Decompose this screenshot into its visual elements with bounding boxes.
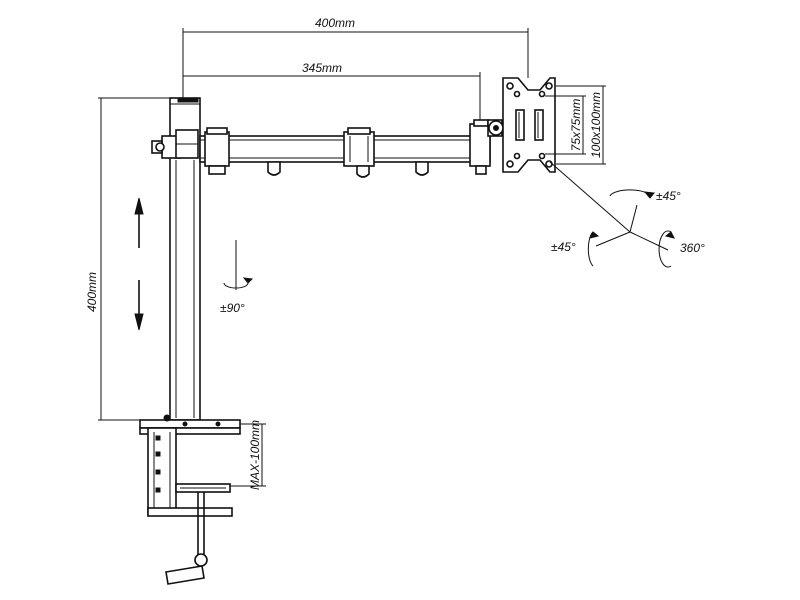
label-pole-swivel: ±90° — [220, 301, 245, 315]
label-vesa-large: 100x100mm — [589, 92, 603, 158]
dimension-arm-reach-inner: 345mm — [183, 61, 481, 122]
dimension-vesa-large: 100x100mm — [556, 85, 606, 165]
dimension-vesa-small: 75x75mm — [545, 95, 586, 155]
label-arm-reach-inner: 345mm — [302, 61, 342, 75]
label-arm-reach-total: 400mm — [315, 16, 355, 30]
rotation-indicators: ±45° ±45° 360° — [549, 161, 705, 268]
label-swivel: ±45° — [551, 240, 576, 254]
dimension-pole-height: 400mm — [85, 97, 178, 421]
height-adjust-arrows-icon — [134, 197, 144, 331]
vesa-plate — [502, 77, 556, 173]
desk-clamp — [139, 414, 241, 585]
label-pole-height: 400mm — [85, 272, 99, 312]
tilt-indicator-icon: ±45° — [609, 189, 681, 203]
rotate-indicator-icon: 360° — [658, 230, 705, 268]
label-clamp-max: MAX-100mm — [248, 420, 262, 490]
label-vesa-small: 75x75mm — [569, 99, 583, 152]
label-tilt: ±45° — [656, 189, 681, 203]
pole-swivel-indicator-icon: ±90° — [220, 240, 254, 315]
tilt-head — [487, 119, 504, 137]
swivel-indicator-icon: ±45° — [551, 231, 600, 267]
pole-collar — [151, 129, 199, 159]
dimension-arm-reach-total: 400mm — [182, 16, 529, 100]
extension-arm — [199, 119, 491, 178]
dimension-clamp-max: MAX-100mm — [230, 420, 266, 490]
label-rotate: 360° — [680, 241, 705, 255]
